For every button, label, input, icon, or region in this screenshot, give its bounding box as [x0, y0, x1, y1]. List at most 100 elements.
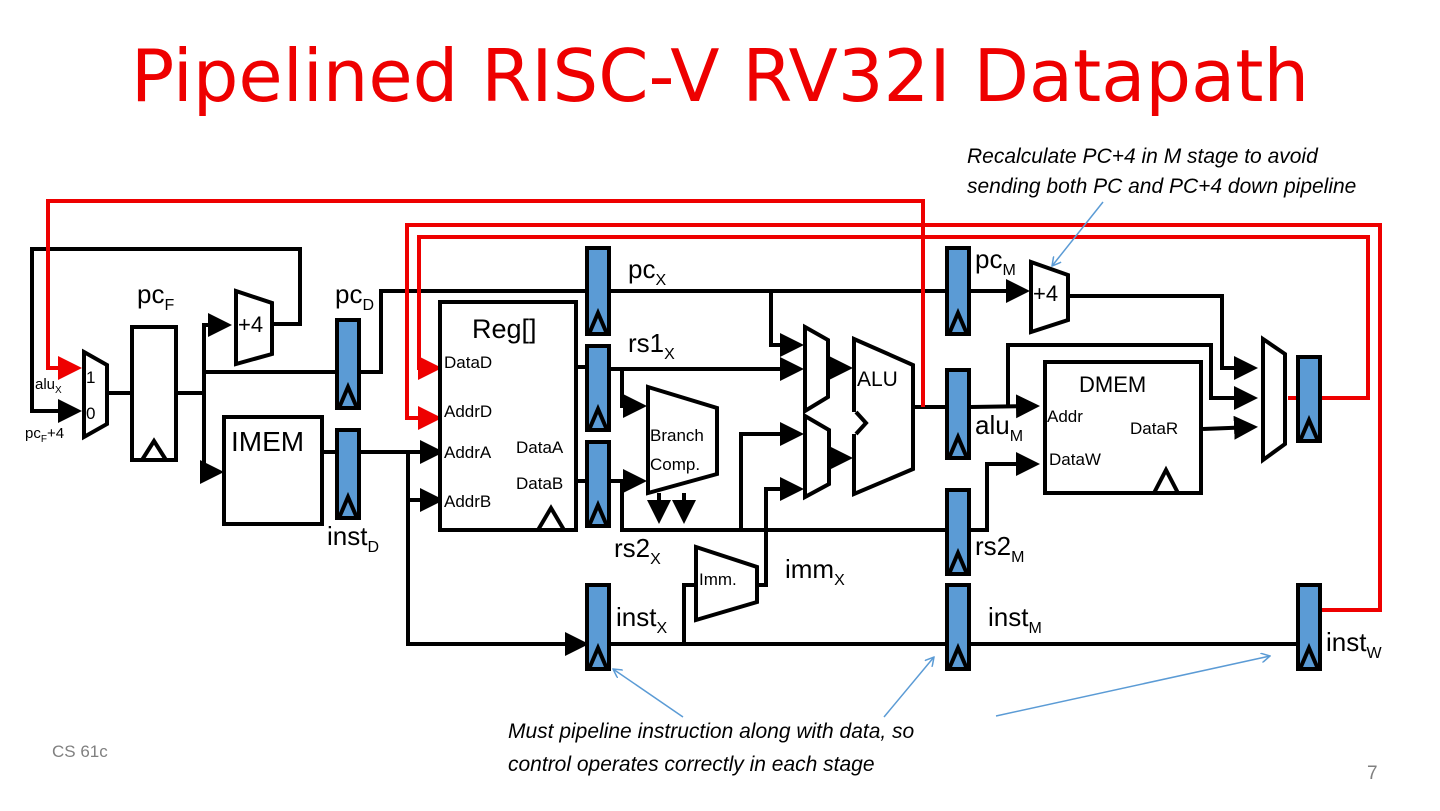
wire-instd-to-addrb [406, 452, 444, 512]
pipe-reg-rs1x [585, 344, 611, 432]
pipe-reg-pcx [585, 246, 611, 336]
wire-rs1x-to-branch [620, 369, 647, 418]
wire-rs2x-to-rs2m [620, 481, 947, 532]
regfile-title: Reg[] [472, 314, 537, 344]
wire-instd-to-instx [406, 500, 589, 656]
pipeline-registers [335, 246, 1322, 671]
signal-pc-m: pcM [975, 244, 1016, 279]
signal-alu-x: aluX [35, 376, 62, 396]
clock-icon [587, 307, 609, 335]
signal-pc-x: pcX [628, 254, 666, 289]
pipe-reg-pcd [335, 318, 361, 410]
dmem-clock-icon [1152, 465, 1180, 494]
clock-icon [587, 499, 609, 527]
wire-imm-to-bmux [757, 477, 804, 587]
annotation-arrow-instm [883, 657, 934, 718]
clock-icon [947, 642, 969, 670]
register-body [945, 583, 971, 671]
slide-title: Pipelined RISC-V RV32I Datapath [130, 34, 1310, 118]
signal-rs2-m: rs2M [975, 531, 1024, 566]
wire-pcx-to-amux [750, 289, 804, 357]
branch-comparator [646, 384, 719, 496]
clock-icon [1298, 414, 1320, 442]
register-body [1296, 583, 1322, 671]
wire-rs2x-to-bmux [739, 422, 804, 530]
pipe-reg-pcm [945, 246, 971, 336]
wire-pcreg-out [176, 313, 232, 395]
signal-pc-f: pcF [137, 279, 174, 314]
signal-rs2-x: rs2X [614, 533, 661, 568]
annotation-bottom-line-2: control operates correctly in each stage [508, 753, 875, 776]
signal-labels: aluX pcF+4 pcF pcD instD pcX rs1X rs2X i… [25, 244, 1382, 662]
annotation-arrow-top [1052, 201, 1104, 266]
wire-pcf-plus4-loop [30, 247, 302, 423]
pcm-adder [1029, 259, 1070, 335]
annotation-top-right: Recalculate PC+4 in M stage to avoid sen… [967, 145, 1356, 266]
alu-a-mux [803, 323, 830, 415]
pipe-reg-wb [1296, 355, 1322, 443]
clock-icon [947, 431, 969, 459]
dmem-port-datar: DataR [1130, 419, 1178, 438]
branch-comp-label-1: Branch [650, 426, 704, 445]
pipe-reg-rs2m [945, 488, 971, 576]
components [82, 259, 1287, 623]
annotation-bottom-line-1: Must pipeline instruction along with dat… [508, 720, 915, 743]
register-body [585, 583, 611, 671]
annotation-top-line-1: Recalculate PC+4 in M stage to avoid [967, 145, 1319, 168]
clock-icon [337, 491, 359, 519]
annotation-arrow-instw [995, 656, 1270, 717]
regfile-port-dataa: DataA [516, 438, 564, 457]
pipe-reg-instd [335, 428, 361, 520]
dmem-port-dataw: DataW [1049, 450, 1101, 469]
wire-pcd-to-pcx [359, 289, 587, 374]
wire-alum-to-wbmux [1006, 343, 1258, 410]
component-labels: 1 0 +4 IMEM Reg[] DataD AddrD AddrA Addr… [86, 281, 1178, 589]
clock-icon [587, 403, 609, 431]
clock-icon [947, 307, 969, 335]
register-body [945, 368, 971, 460]
signal-pc-d: pcD [335, 279, 374, 314]
wire-alum-to-addr [970, 394, 1040, 419]
writeback-mux [1261, 335, 1287, 464]
footer-course: CS 61c [52, 742, 108, 761]
signal-inst-x: instX [616, 602, 667, 637]
signal-inst-d: instD [327, 521, 379, 556]
pipe-reg-rs2x [585, 440, 611, 528]
pipe-reg-instx [585, 583, 611, 671]
clock-icon [947, 547, 969, 575]
wire-instw-to-addrd [405, 223, 1382, 612]
register-body [335, 428, 361, 520]
regfile-port-addrb: AddrB [444, 492, 491, 511]
clock-icon [587, 642, 609, 670]
pc-mux-in0-label: 0 [86, 404, 95, 423]
imem [222, 415, 324, 526]
register-body [945, 488, 971, 576]
pcf-adder-label: +4 [238, 312, 263, 337]
pc-register-clock-icon [140, 437, 168, 462]
imem-label: IMEM [231, 426, 304, 457]
pcf-adder [234, 288, 274, 367]
annotation-top-line-2: sending both PC and PC+4 down pipeline [967, 175, 1356, 198]
dmem-port-addr: Addr [1047, 407, 1083, 426]
signal-pcf-plus4: pcF+4 [25, 425, 64, 445]
imm-label: Imm. [699, 570, 737, 589]
regfile-port-datab: DataB [516, 474, 563, 493]
register-file [438, 300, 578, 532]
wires-black [30, 247, 1296, 656]
regfile-port-datad: DataD [444, 353, 492, 372]
signal-inst-m: instM [988, 602, 1042, 637]
pcm-adder-label: +4 [1033, 281, 1058, 306]
signal-imm-x: immX [785, 554, 845, 589]
clock-icon [337, 381, 359, 409]
pipe-reg-instw [1296, 583, 1322, 671]
register-body [945, 246, 971, 336]
alu-label: ALU [857, 368, 898, 391]
alu-b-mux [803, 412, 831, 501]
signal-alu-m: aluM [975, 410, 1023, 445]
wire-datar-to-wbmux [1202, 415, 1258, 440]
pipe-reg-instm [945, 583, 971, 671]
register-body [585, 246, 611, 336]
pc-mux-in1-label: 1 [86, 368, 95, 387]
imm-generator [694, 544, 759, 623]
